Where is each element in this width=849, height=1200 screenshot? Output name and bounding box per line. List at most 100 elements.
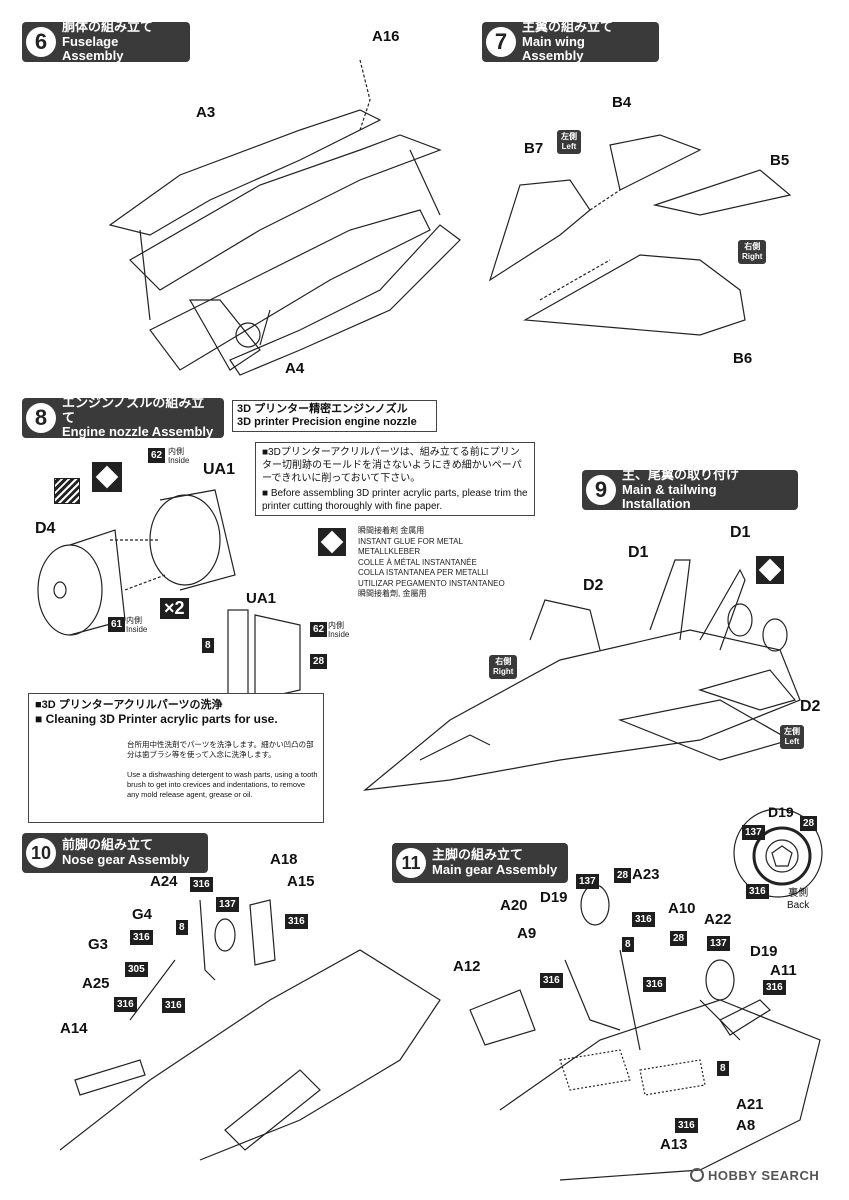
cleaning-note-box: ■3D プリンターアクリルパーツの洗浄 ■ Cleaning 3D Printe… [28,693,324,823]
cleaning-title-en: ■ Cleaning 3D Printer acrylic parts for … [35,712,278,726]
metal-paint-icon [54,478,80,504]
step-title-en: Fuselage Assembly [62,33,124,64]
part-label-a15: A15 [287,873,315,890]
part-label-a20: A20 [500,897,528,914]
part-label-g4: G4 [132,906,153,923]
color-code-316: 316 [675,1118,698,1133]
3d-printer-banner: 3D プリンター精密エンジンノズル 3D printer Precision e… [232,400,437,432]
step-number: 8 [26,403,56,433]
part-label-a12: A12 [453,958,481,975]
color-code-316: 316 [114,997,137,1012]
part-label-a11: A11 [770,962,797,979]
glue-diamond-icon [318,528,346,556]
part-label-b4: B4 [612,94,632,111]
color-code-28: 28 [670,931,688,946]
part-label-a25: A25 [82,975,110,992]
color-code-316: 316 [540,973,563,988]
color-code-8: 8 [717,1061,729,1076]
part-label-a9: A9 [517,925,537,942]
step-number: 11 [396,848,426,878]
step-title-en: Nose gear Assembly [62,852,190,867]
part-label-d2: D2 [800,698,821,715]
color-code-316: 316 [162,998,185,1013]
color-code-316: 316 [190,877,213,892]
part-label-a10: A10 [668,900,696,917]
3d-printer-notice: ■3Dプリンターアクリルパーツは、組み立てる前にプリンター切削跡のモールドを消さ… [255,442,535,516]
color-code-8: 8 [202,638,214,653]
part-label-a22: A22 [704,911,732,928]
part-label-a13: A13 [660,1136,688,1153]
color-code-137: 137 [576,874,599,889]
nose-gear-drawing [59,899,441,1161]
quantity-x2: ×2 [160,598,189,619]
part-label-ua1-detail: UA1 [246,590,277,607]
color-code-137: 137 [216,897,239,912]
part-label-d4: D4 [35,520,56,537]
color-code-28: 28 [800,816,818,831]
part-label-a21: A21 [736,1096,764,1113]
color-code-28: 28 [310,654,328,669]
step-number: 6 [26,27,56,57]
part-label-d19: D19 [540,889,568,906]
step-title-jp: 前脚の組み立て [62,837,154,853]
color-code-8: 8 [622,937,634,952]
cleaning-title-jp: ■3D プリンターアクリルパーツの洗浄 [35,699,223,711]
aircraft-drawing [363,559,801,791]
color-code-137: 137 [707,936,730,951]
part-label-d1: D1 [730,524,751,541]
part-label-d19: D19 [768,804,794,820]
step-title-en: Main gear Assembly [432,862,558,877]
step-title-jp: 胴体の組み立て [62,18,154,34]
color-code-316: 316 [746,884,769,899]
wheel-back-drawing [733,808,823,898]
notice-jp: ■3Dプリンターアクリルパーツは、組み立てる前にプリンター切削跡のモールドを消さ… [262,447,522,484]
part-label-a18: A18 [270,851,298,868]
step-title-jp: 主、尾翼の取り付け [622,466,740,482]
part-label-a24: A24 [150,873,178,890]
part-label-ua1: UA1 [203,461,236,478]
part-label-d19: D19 [750,943,778,960]
part-label-a14: A14 [60,1020,88,1037]
color-code-316: 316 [632,912,655,927]
color-code-8: 8 [176,920,188,935]
color-code-305: 305 [125,962,148,977]
part-label-a4: A4 [285,360,305,377]
color-code-62: 62 [148,448,166,463]
color-code-28: 28 [614,868,632,883]
part-label-a3: A3 [196,104,216,121]
step-title-jp: 主脚の組み立て [432,847,524,863]
part-label-g3: G3 [88,936,109,953]
step-title-en: Main & tailwing Installation [622,481,717,512]
watermark: HOBBY SEARCH [690,1168,819,1183]
part-label-a16: A16 [372,28,400,45]
cleaning-text-en: Use a dishwashing detergent to wash part… [127,770,318,799]
step-title-en: Main wing Assembly [522,33,585,64]
part-label-b7: B7 [524,140,544,157]
color-code-316: 316 [763,980,786,995]
color-code-316: 316 [643,977,666,992]
color-code-316: 316 [285,914,308,929]
step-number: 10 [26,838,56,868]
step-title-jp: 主翼の組み立て [522,18,614,34]
notice-en: ■ Before assembling 3D printer acrylic p… [262,488,528,512]
step-title-en: Engine nozzle Assembly [62,424,214,440]
color-code-137: 137 [742,825,765,840]
part-label-d1: D1 [628,544,649,561]
step-number: 7 [486,27,516,57]
step-title-jp: エンジンノズルの組み立て [62,394,205,425]
main-wing-drawing [488,134,792,336]
part-label-a23: A23 [632,866,660,883]
